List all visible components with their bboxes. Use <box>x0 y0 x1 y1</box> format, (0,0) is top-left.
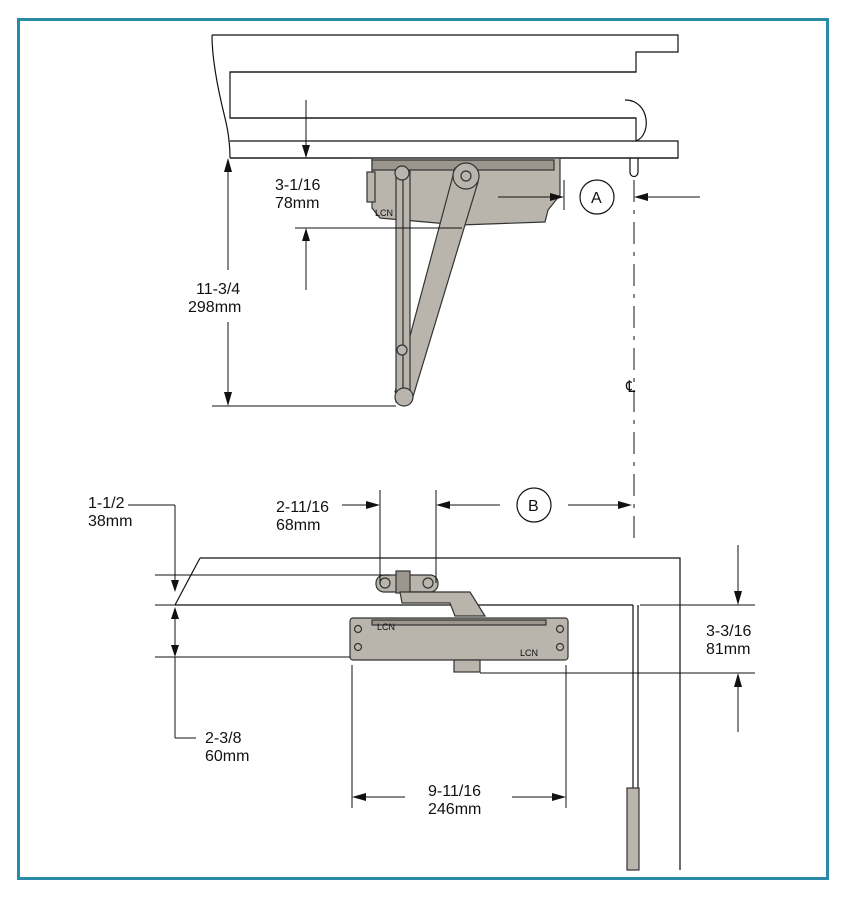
dim-callout-b: B <box>450 487 632 523</box>
dim-arm-to-frame-mm: 78mm <box>275 195 319 212</box>
callout-a-circle <box>579 179 615 215</box>
dim-arm-projection: 11-3/4 298mm <box>188 158 396 407</box>
dim-pivot-spacing-mm: 68mm <box>276 517 320 534</box>
callout-b-circle <box>516 487 552 523</box>
dim-body-offset-in: 2-3/8 <box>205 730 242 747</box>
top-view-door-frame <box>211 34 679 178</box>
dim-arm-to-frame: 3-1/16 78mm <box>275 100 462 290</box>
dim-pivot-spacing-in: 2-11/16 <box>276 499 329 516</box>
dim-top-to-pivot-mm: 38mm <box>88 513 132 530</box>
dim-body-length-in: 9-11/16 <box>428 783 481 800</box>
brand-mark-bottom-right: LCN <box>520 648 538 658</box>
dim-top-to-pivot: 1-1/2 38mm <box>88 495 390 606</box>
dim-body-offset: 2-3/8 60mm <box>155 607 350 765</box>
dim-body-length: 9-11/16 246mm <box>351 665 567 818</box>
dim-top-to-pivot-in: 1-1/2 <box>88 495 125 512</box>
bottom-view-arm-and-shoe <box>375 570 487 617</box>
dim-body-height-in: 3-3/16 <box>706 623 751 640</box>
dim-callout-a: A <box>498 179 700 215</box>
brand-mark-top: LCN <box>375 208 393 218</box>
dim-arm-projection-mm: 298mm <box>188 299 241 316</box>
dim-arm-to-frame-in: 3-1/16 <box>275 177 320 194</box>
bottom-view-closer-body: LCN LCN <box>349 617 569 673</box>
dim-arm-projection-in: 11-3/4 <box>196 281 240 298</box>
centerline-symbol: ℄ <box>625 379 636 396</box>
dim-body-offset-mm: 60mm <box>205 748 249 765</box>
hinge-centerline: ℄ <box>625 180 636 545</box>
dim-body-height: 3-3/16 81mm <box>480 545 755 732</box>
dim-pivot-spacing: 2-11/16 68mm <box>276 490 450 583</box>
callout-a-label: A <box>591 190 602 207</box>
bottom-view-door <box>174 557 681 871</box>
callout-b-label: B <box>528 498 539 515</box>
brand-mark-bottom-left: LCN <box>377 622 395 632</box>
dim-body-height-mm: 81mm <box>706 641 750 658</box>
dim-body-length-mm: 246mm <box>428 801 481 818</box>
